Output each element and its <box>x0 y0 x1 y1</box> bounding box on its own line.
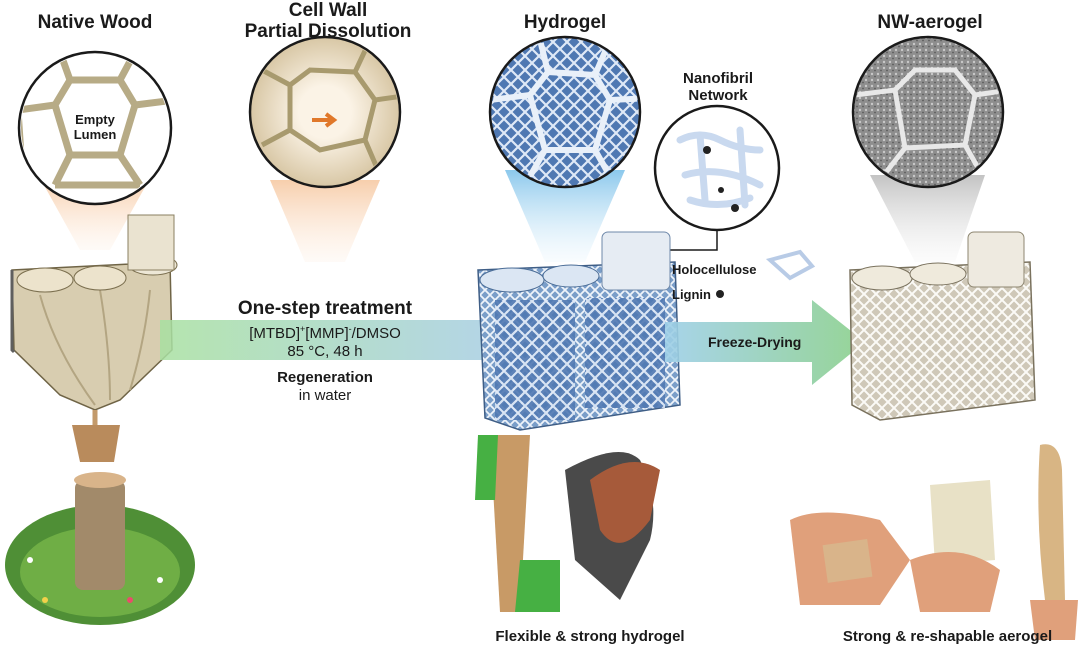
hydrogel-block <box>477 231 681 431</box>
cell-wall-title: Cell Wall Partial Dissolution <box>228 0 428 42</box>
treatment-arrow <box>160 320 512 360</box>
native-wood-title: Native Wood <box>37 12 153 33</box>
hydrogel-magnifier <box>488 35 642 189</box>
solvent-system: [MTBD]+[MMP]-/DMSO <box>195 320 455 343</box>
regeneration-heading: Regeneration <box>277 369 373 386</box>
aerogel-title: NW-aerogel <box>877 12 983 33</box>
freeze-drying-label: Freeze-Drying <box>708 334 802 350</box>
freeze-drying-arrow <box>665 300 865 385</box>
hydrogel-title: Hydrogel <box>523 12 607 33</box>
nanofibril-line2: Network <box>688 87 748 104</box>
solvent-anion-charge: - <box>348 324 352 334</box>
nanofibril-label: Nanofibril Network <box>668 70 768 104</box>
holocellulose-icon <box>765 249 816 281</box>
regeneration-sub: in water <box>298 387 352 404</box>
nanofibril-magnifier <box>642 104 781 257</box>
empty-lumen-line2: Lumen <box>73 127 117 142</box>
aerogel-block <box>849 231 1036 421</box>
lignin-label: Lignin <box>672 287 711 302</box>
solvent-cation: [MTBD] <box>249 325 301 342</box>
treatment-heading: One-step treatment <box>237 298 413 319</box>
solvent-anion: [MMP] <box>305 325 349 342</box>
cell-wall-title-line1: Cell Wall <box>288 0 368 21</box>
native-wood-block <box>10 214 178 428</box>
wood-slice <box>127 214 175 271</box>
hydrogel-caption: Flexible & strong hydrogel <box>495 628 685 645</box>
dissolution-magnifier <box>248 35 402 189</box>
hydrogel-cone <box>505 170 625 262</box>
cell-wall-title-line2: Partial Dissolution <box>244 21 412 42</box>
aerogel-magnifier <box>851 35 1005 189</box>
nanofibril-line1: Nanofibril <box>683 70 753 87</box>
lignin-icon <box>716 290 724 298</box>
empty-lumen-label: Empty Lumen <box>60 112 130 142</box>
solvent-cosolvent: /DMSO <box>351 325 401 342</box>
dissolution-cone <box>270 180 380 262</box>
hydrogel-photo <box>470 433 660 613</box>
tree-stump-scene <box>5 425 195 625</box>
treatment-text-block: One-step treatment [MTBD]+[MMP]-/DMSO 85… <box>195 298 455 405</box>
holocellulose-label: Holocellulose <box>672 262 757 277</box>
treatment-conditions: 85 °C, 48 h <box>287 343 363 360</box>
solvent-cation-charge: + <box>300 324 306 334</box>
empty-lumen-line1: Empty <box>75 112 115 127</box>
dissolution-arrow-icon <box>312 112 338 128</box>
aerogel-cone <box>870 175 985 262</box>
aerogel-photo <box>790 444 1078 640</box>
aerogel-caption: Strong & re-shapable aerogel <box>842 628 1053 645</box>
nanofibril-callout-line <box>650 230 718 251</box>
